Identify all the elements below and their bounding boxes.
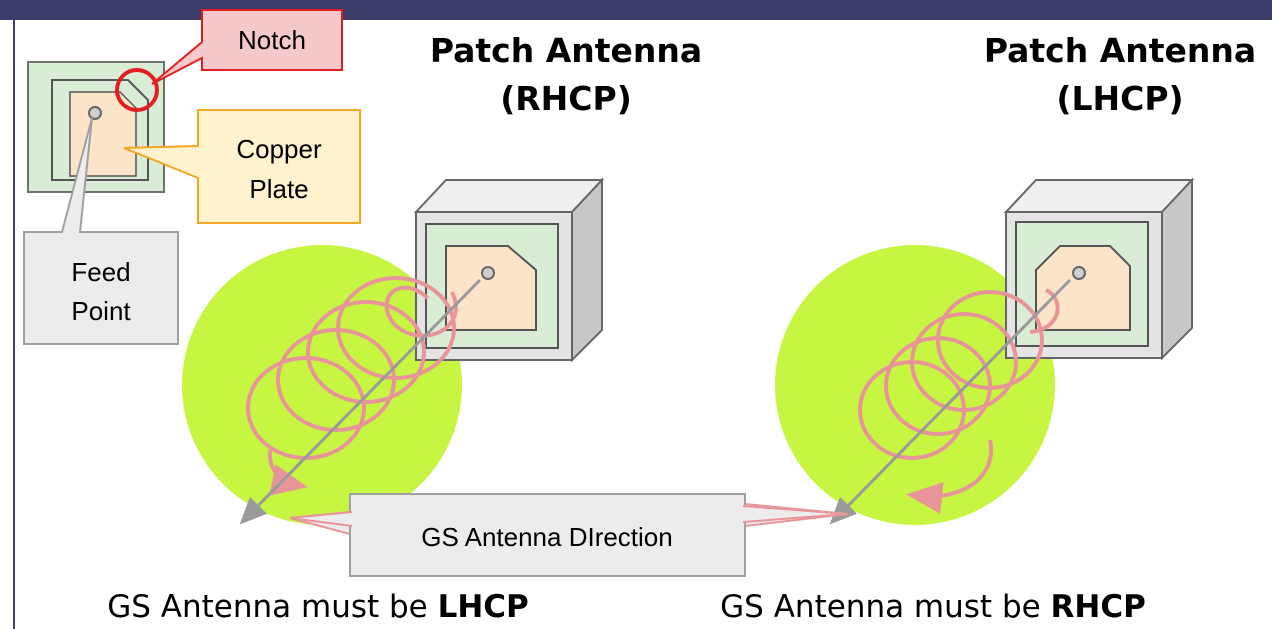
- left-requirement-value: LHCP: [438, 589, 529, 625]
- right-antenna-cube: [1003, 177, 1195, 361]
- copper-plate-callout: Copper Plate: [123, 109, 361, 224]
- notch-highlight-circle: [115, 68, 159, 112]
- notch-callout: Notch: [151, 9, 343, 85]
- notch-label: Notch: [238, 25, 306, 55]
- direction-label: GS Antenna DIrection: [421, 522, 672, 552]
- top-bar: [0, 0, 1272, 20]
- feed-label-line2: Point: [71, 296, 131, 326]
- right-beam-disc: [775, 245, 1055, 525]
- left-antenna-cube: [413, 177, 605, 363]
- left-requirement-text: GS Antenna must be LHCP: [107, 589, 529, 625]
- copper-label-line2: Plate: [249, 174, 308, 204]
- right-requirement-text: GS Antenna must be RHCP: [720, 589, 1146, 625]
- right-requirement-value: RHCP: [1051, 589, 1146, 625]
- left-antenna-title-line1: Patch Antenna: [430, 31, 702, 70]
- feed-point-callout: Feed Point: [23, 117, 179, 345]
- legend-patch: [27, 61, 165, 193]
- copper-label-line1: Copper: [236, 134, 322, 164]
- left-antenna-title-line2: (RHCP): [500, 79, 632, 118]
- right-polarization-spiral: [858, 288, 1060, 514]
- left-direction-arrow: [239, 278, 482, 525]
- feed-label-line1: Feed: [71, 257, 130, 287]
- right-antenna-title-line2: (LHCP): [1056, 79, 1183, 118]
- direction-callout: GS Antenna DIrection: [289, 493, 849, 577]
- right-requirement-prefix: GS Antenna must be: [720, 589, 1050, 625]
- right-antenna-title-line1: Patch Antenna: [984, 31, 1256, 70]
- left-requirement-prefix: GS Antenna must be: [107, 589, 437, 625]
- right-direction-arrow: [829, 278, 1072, 525]
